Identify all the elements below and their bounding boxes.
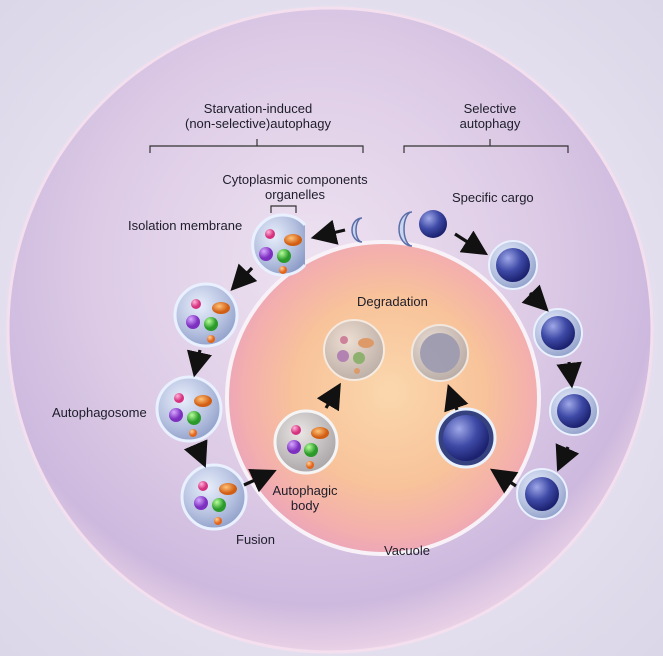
selective-crescent xyxy=(398,211,413,247)
arrow-12 xyxy=(444,383,469,413)
bracket-cytoplasmic xyxy=(270,205,297,213)
selective-body-in-vacuole xyxy=(435,407,497,469)
arrow-6 xyxy=(316,382,341,412)
isolation-membrane-label: Isolation membrane xyxy=(128,218,243,233)
degrading-body xyxy=(323,319,385,381)
autophagosome xyxy=(155,375,223,443)
autophagic-body xyxy=(273,409,339,475)
vacuole xyxy=(225,240,541,556)
arrow-7 xyxy=(454,230,489,256)
arrow-9 xyxy=(556,361,582,389)
autophagic-body-label-line2: body xyxy=(290,498,320,513)
selective-label-line2: autophagy xyxy=(459,116,521,131)
selective-vesicle-fusing xyxy=(516,468,568,520)
cytoplasmic-label: Cytoplasmic components organelles xyxy=(210,172,380,202)
selective-degrading-body xyxy=(411,324,469,382)
starvation-label-line1: Starvation-induced xyxy=(203,101,313,116)
degradation-label: Degradation xyxy=(357,294,428,309)
arrow-11 xyxy=(490,468,519,494)
bracket-selective xyxy=(403,139,569,153)
selective-label-line1: Selective xyxy=(463,101,517,116)
cytoplasmic-label-line1: Cytoplasmic components xyxy=(222,172,368,187)
selective-vesicle-3 xyxy=(549,386,599,436)
vacuole-label: Vacuole xyxy=(384,543,431,558)
arrow-8 xyxy=(521,284,549,312)
arrow-1 xyxy=(310,219,346,245)
specific-cargo xyxy=(419,210,447,238)
starvation-label: Starvation-induced (non-selective)autoph… xyxy=(168,101,348,131)
selective-vesicle-1 xyxy=(488,240,538,290)
selective-label: Selective autophagy xyxy=(440,101,540,131)
forming-autophagosome xyxy=(173,282,239,348)
autophagic-body-label: Autophagic body xyxy=(272,483,338,513)
arrows xyxy=(183,219,582,494)
arrow-5 xyxy=(243,469,277,493)
arrow-2 xyxy=(230,263,258,292)
arrow-3 xyxy=(186,349,212,378)
fusing-autophagosome xyxy=(180,463,248,531)
arrow-10 xyxy=(555,443,580,472)
autophagosome-label: Autophagosome xyxy=(52,405,147,420)
arrow-4 xyxy=(183,439,208,468)
autophagic-body-label-line1: Autophagic xyxy=(272,483,338,498)
selective-vesicle-2 xyxy=(533,308,583,358)
cytoplasmic-label-line2: organelles xyxy=(265,187,325,202)
specific-cargo-label: Specific cargo xyxy=(452,190,534,205)
starvation-label-line2: (non-selective)autophagy xyxy=(185,116,331,131)
fusion-label: Fusion xyxy=(236,532,276,547)
bracket-starvation xyxy=(149,139,364,153)
phagophore-crescent xyxy=(351,217,363,243)
isolation-membrane-vesicle xyxy=(251,213,307,277)
